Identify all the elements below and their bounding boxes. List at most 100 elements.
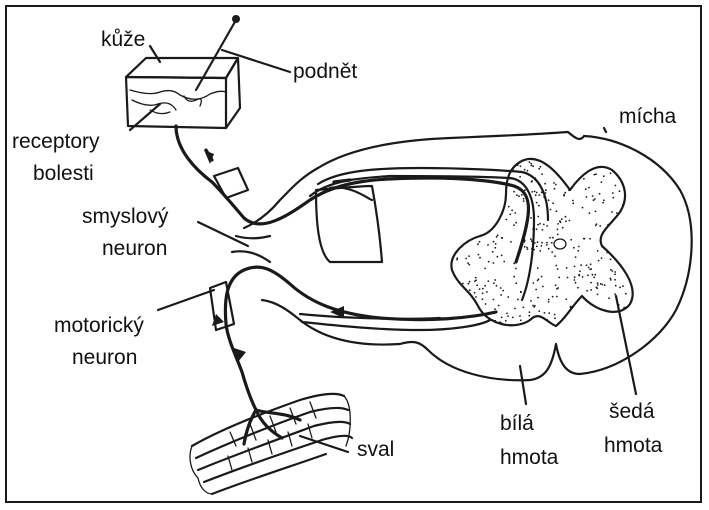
stipple-dot bbox=[456, 259, 458, 261]
stipple-dot bbox=[494, 320, 496, 322]
stipple-dot bbox=[622, 204, 624, 206]
stipple-dot bbox=[496, 236, 498, 238]
stipple-dot bbox=[468, 283, 470, 285]
stipple-dot bbox=[578, 246, 580, 248]
stipple-dot bbox=[512, 317, 514, 319]
stipple-dot bbox=[530, 300, 532, 302]
stipple-dot bbox=[589, 212, 591, 214]
stipple-dot bbox=[529, 311, 531, 313]
stipple-dot bbox=[542, 286, 544, 288]
stipple-dot bbox=[619, 287, 621, 289]
stipple-dot bbox=[611, 211, 613, 213]
stipple-dot bbox=[511, 210, 513, 212]
stipple-dot bbox=[536, 192, 538, 194]
stipple-dot bbox=[523, 307, 525, 309]
stipple-dot bbox=[608, 297, 610, 299]
stipple-dot bbox=[559, 220, 561, 222]
stipple-dot bbox=[574, 279, 576, 281]
stipple-dot bbox=[588, 187, 590, 189]
stipple-dot bbox=[556, 296, 558, 298]
stipple-dot bbox=[468, 255, 470, 257]
stipple-dot bbox=[519, 176, 521, 178]
stipple-dot bbox=[513, 224, 515, 226]
stipple-dot bbox=[477, 243, 479, 245]
stipple-dot bbox=[610, 269, 612, 271]
stipple-dot bbox=[532, 165, 534, 167]
stipple-dot bbox=[545, 189, 547, 191]
stipple-dot bbox=[474, 292, 476, 294]
stipple-dot bbox=[452, 271, 454, 273]
stipple-dot bbox=[503, 261, 505, 263]
stipple-dot bbox=[615, 185, 617, 187]
stipple-dot bbox=[573, 247, 575, 249]
stipple-dot bbox=[569, 220, 571, 222]
central-canal bbox=[554, 239, 566, 249]
stipple-dot bbox=[586, 290, 588, 292]
stipple-dot bbox=[544, 183, 546, 185]
stipple-dot bbox=[508, 206, 510, 208]
stipple-dot bbox=[557, 287, 559, 289]
stipple-dot bbox=[537, 241, 539, 243]
stipple-dot bbox=[570, 239, 572, 241]
stipple-dot bbox=[505, 219, 507, 221]
stipple-dot bbox=[557, 323, 559, 325]
stipple-dot bbox=[488, 261, 490, 263]
stipple-dot bbox=[614, 274, 616, 276]
stipple-dot bbox=[532, 305, 534, 307]
stipple-dot bbox=[493, 282, 495, 284]
stipple-dot bbox=[548, 312, 550, 314]
stipple-dot bbox=[515, 268, 517, 270]
stipple-dot bbox=[500, 294, 502, 296]
stipple-dot bbox=[589, 238, 591, 240]
stipple-dot bbox=[555, 265, 557, 267]
stipple-dot bbox=[603, 175, 605, 177]
stipple-dot bbox=[541, 242, 543, 244]
stipple-dot bbox=[514, 212, 516, 214]
stipple-dot bbox=[598, 260, 600, 262]
stipple-dot bbox=[612, 197, 614, 199]
stipple-dot bbox=[493, 299, 495, 301]
stipple-dot bbox=[616, 212, 618, 214]
stipple-dot bbox=[553, 182, 555, 184]
stipple-dot bbox=[541, 276, 543, 278]
stipple-dot bbox=[549, 237, 551, 239]
stipple-dot bbox=[535, 289, 537, 291]
stipple-dot bbox=[575, 256, 577, 258]
label-motor-line2: neuron bbox=[72, 346, 137, 370]
stipple-dot bbox=[548, 299, 550, 301]
label-receptors-line1: receptory bbox=[12, 130, 100, 154]
stipple-dot bbox=[537, 224, 539, 226]
stipple-dot bbox=[524, 246, 526, 248]
stipple-dot bbox=[592, 274, 594, 276]
sensory-neuron bbox=[176, 126, 528, 262]
stipple-dot bbox=[456, 257, 458, 259]
stipple-dot bbox=[512, 168, 514, 170]
stipple-dot bbox=[593, 277, 595, 279]
stipple-dot bbox=[546, 242, 548, 244]
stipple-dot bbox=[531, 165, 533, 167]
stipple-dot bbox=[552, 202, 554, 204]
stipple-dot bbox=[606, 252, 608, 254]
stipple-dot bbox=[482, 288, 484, 290]
stipple-dot bbox=[586, 196, 588, 198]
stipple-dot bbox=[468, 264, 470, 266]
stipple-dot bbox=[601, 257, 603, 259]
stipple-dot bbox=[610, 172, 612, 174]
stipple-dot bbox=[517, 299, 519, 301]
label-spinal-cord: mícha bbox=[619, 105, 676, 129]
stipple-dot bbox=[579, 270, 581, 272]
stipple-dot bbox=[570, 306, 572, 308]
stipple-dot bbox=[487, 280, 489, 282]
stipple-dot bbox=[607, 224, 609, 226]
stipple-dot bbox=[568, 189, 570, 191]
stipple-dot bbox=[599, 193, 601, 195]
label-sensory-line2: neuron bbox=[102, 237, 167, 261]
stipple-dot bbox=[554, 188, 556, 190]
stipple-dot bbox=[515, 282, 517, 284]
stipple-dot bbox=[462, 283, 464, 285]
stipple-dot bbox=[552, 296, 554, 298]
stipple-dot bbox=[479, 241, 481, 243]
stipple-dot bbox=[487, 244, 489, 246]
stipple-dot bbox=[574, 266, 576, 268]
stipple-dot bbox=[492, 319, 494, 321]
